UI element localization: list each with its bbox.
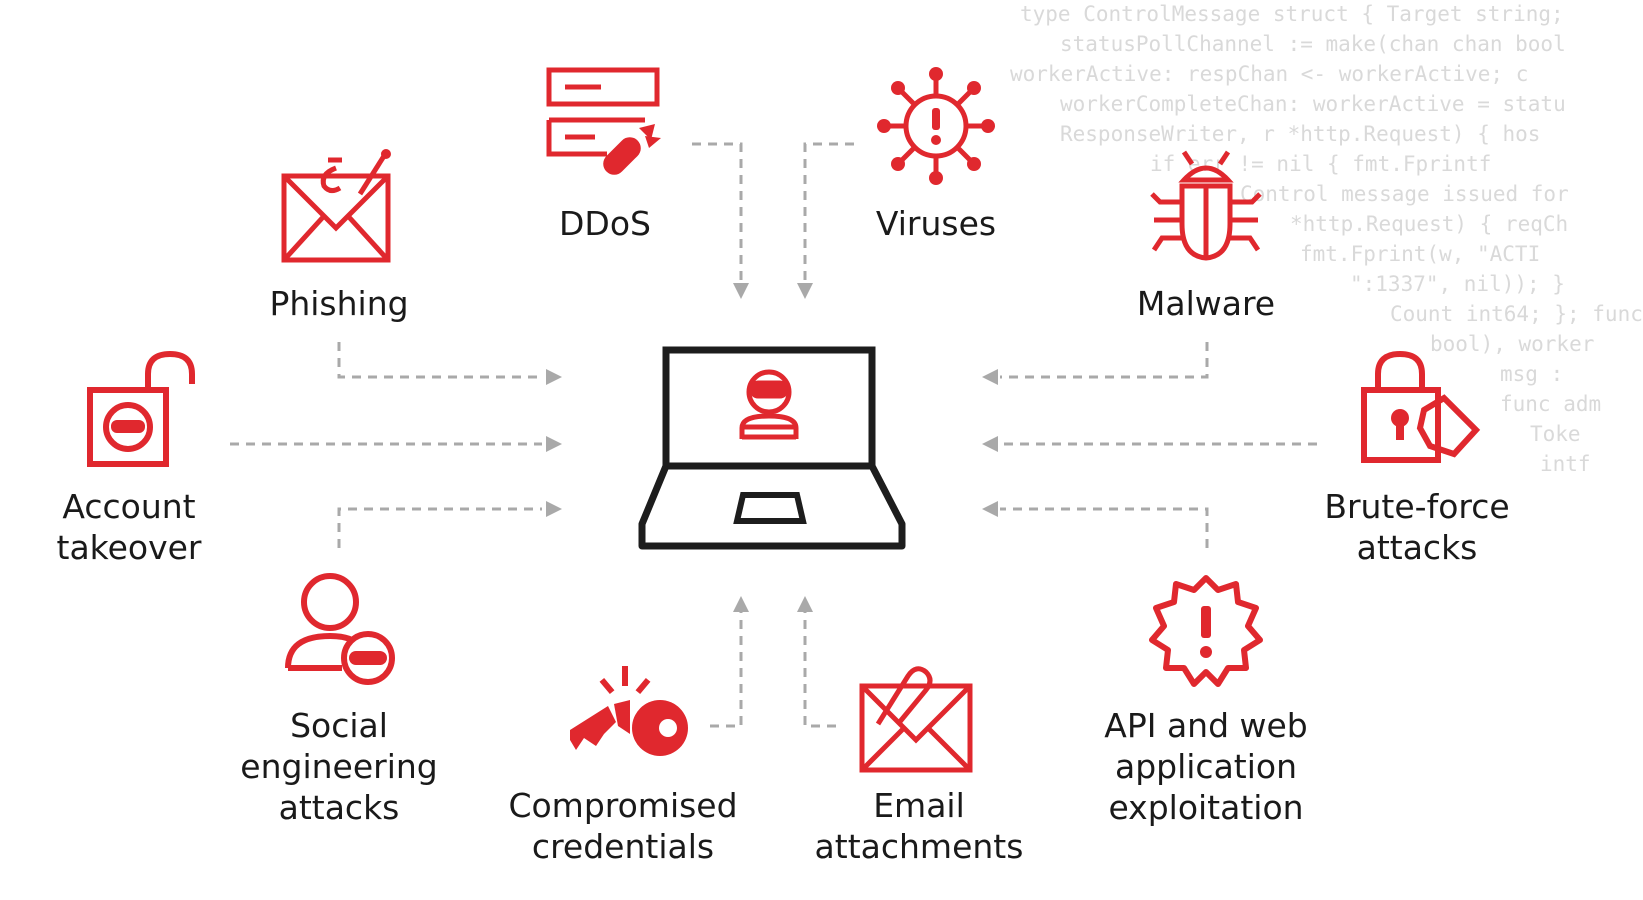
user-hacker-icon xyxy=(285,573,395,685)
connector-compromised-credentials xyxy=(710,610,743,728)
padlock-fist-icon xyxy=(1361,350,1481,463)
phishing-envelope-icon xyxy=(281,149,391,263)
label-api-exploitation: API and web application exploitation xyxy=(1104,705,1308,828)
arrowhead-compromised-credentials xyxy=(733,596,749,612)
virus-icon xyxy=(877,67,995,185)
connector-malware xyxy=(1000,342,1209,379)
hacker-figure xyxy=(739,369,799,440)
connector-arrowheads xyxy=(546,283,998,612)
label-line: Viruses xyxy=(875,204,997,243)
connector-viruses xyxy=(803,142,854,285)
label-account-takeover: Account takeover xyxy=(57,486,202,568)
label-line: application xyxy=(1114,747,1298,786)
label-email-attachments: Email attachments xyxy=(815,785,1024,867)
label-line: attacks xyxy=(278,788,400,827)
label-social-engineering: Social engineering attacks xyxy=(240,705,437,828)
label-line: Phishing xyxy=(269,284,409,323)
paperclip-envelope-icon xyxy=(859,666,973,773)
connector-api-exploitation xyxy=(1000,507,1209,548)
arrowhead-brute-force xyxy=(982,436,998,452)
arrowhead-phishing xyxy=(546,369,562,385)
unlocked-padlock-hacker-icon xyxy=(87,350,195,467)
arrowhead-social-engineering xyxy=(546,501,562,517)
label-line: Account xyxy=(62,487,196,526)
label-line: DDoS xyxy=(559,204,651,243)
label-line: API and web xyxy=(1104,706,1308,745)
label-line: Social xyxy=(290,706,388,745)
label-line: Brute-force xyxy=(1324,487,1510,526)
connector-lines xyxy=(230,142,1317,728)
label-phishing: Phishing xyxy=(269,283,408,324)
threat-diagram: type ControlMessage struct { Target stri… xyxy=(57,2,1643,867)
alert-gear-icon xyxy=(1149,575,1263,687)
bug-icon xyxy=(1150,150,1262,261)
broken-key-icon xyxy=(570,666,688,756)
label-malware: Malware xyxy=(1137,283,1275,324)
label-compromised-credentials: Compromised credentials xyxy=(508,785,737,867)
label-line: credentials xyxy=(531,827,715,866)
connector-email-attachments xyxy=(803,610,836,728)
arrowhead-email-attachments xyxy=(797,596,813,612)
arrowhead-malware xyxy=(982,369,998,385)
label-line: attacks xyxy=(1356,528,1478,567)
arrowhead-api-exploitation xyxy=(982,501,998,517)
connector-ddos xyxy=(692,142,743,285)
label-line: takeover xyxy=(56,528,202,567)
connector-phishing xyxy=(337,342,542,379)
arrowhead-account-takeover xyxy=(546,436,562,452)
label-viruses: Viruses xyxy=(876,203,996,244)
hacker-laptop-icon xyxy=(638,346,906,550)
label-line: engineering xyxy=(240,747,438,786)
connector-social-engineering xyxy=(337,507,542,548)
arrowhead-ddos xyxy=(733,283,749,299)
connectors xyxy=(230,142,1317,728)
label-ddos: DDoS xyxy=(559,203,651,244)
label-line: Malware xyxy=(1136,284,1276,323)
label-line: attachments xyxy=(814,827,1024,866)
label-line: Email xyxy=(873,786,965,825)
ddos-bomb-icon xyxy=(546,67,661,175)
label-brute-force: Brute-force attacks xyxy=(1324,486,1509,568)
label-line: exploitation xyxy=(1108,788,1304,827)
arrowhead-viruses xyxy=(797,283,813,299)
label-line: Compromised xyxy=(508,786,738,825)
